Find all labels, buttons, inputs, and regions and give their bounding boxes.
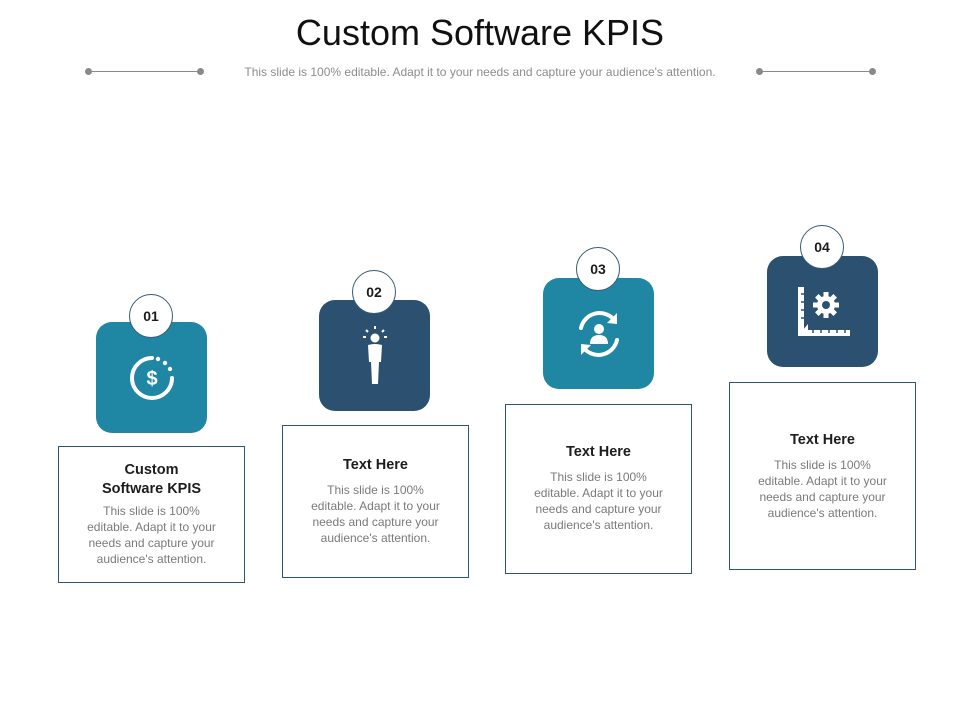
divider-dot (197, 68, 204, 75)
slide-title: Custom Software KPIS (295, 12, 665, 53)
step-description-line: needs and capture your (88, 536, 215, 550)
step-card: Text Here This slide is 100% editable. A… (729, 382, 916, 570)
subtitle-row: This slide is 100% editable. Adapt it to… (0, 64, 960, 80)
divider-dot (756, 68, 763, 75)
step-tile: $ (96, 322, 207, 433)
step-description-line: needs and capture your (312, 515, 439, 529)
step-description: This slide is 100% editable. Adapt it to… (283, 482, 468, 546)
step-card: Custom Software KPIS This slide is 100% … (58, 446, 245, 583)
step-description-line: audience's attention. (543, 518, 654, 532)
step-description-line: needs and capture your (759, 490, 886, 504)
step-card: Text Here This slide is 100% editable. A… (282, 425, 469, 578)
step-description-line: audience's attention. (767, 506, 878, 520)
step-tile (543, 278, 654, 389)
step-number-badge: 04 (800, 225, 844, 269)
step-description-line: audience's attention. (320, 531, 431, 545)
person-refresh-icon (578, 310, 619, 357)
step-heading: Text Here (342, 457, 408, 473)
step-description-line: editable. Adapt it to your (534, 486, 663, 500)
divider-dot (85, 68, 92, 75)
step-heading-line: Custom (124, 462, 179, 478)
slide-subtitle: This slide is 100% editable. Adapt it to… (244, 65, 716, 79)
step-description: This slide is 100% editable. Adapt it to… (506, 469, 691, 533)
step-description-line: editable. Adapt it to your (758, 474, 887, 488)
step-number-badge: 03 (576, 247, 620, 291)
divider-line (89, 71, 201, 72)
step-number-badge: 01 (129, 294, 173, 338)
step-description-line: This slide is 100% (774, 458, 871, 472)
step-description-line: This slide is 100% (327, 483, 424, 497)
gear-ruler-icon (797, 286, 850, 336)
divider-line (760, 71, 872, 72)
step-tile (767, 256, 878, 367)
divider-dot (869, 68, 876, 75)
step-number-badge: 02 (352, 270, 396, 314)
step-description: This slide is 100% editable. Adapt it to… (59, 503, 244, 567)
step-description-line: editable. Adapt it to your (311, 499, 440, 513)
dollar-cycle-icon: $ (129, 355, 174, 400)
step-description: This slide is 100% editable. Adapt it to… (730, 457, 915, 521)
svg-text:$: $ (146, 368, 157, 390)
step-description-line: editable. Adapt it to your (87, 520, 216, 534)
step-heading-line: Software KPIS (101, 481, 202, 497)
step-description-line: This slide is 100% (103, 504, 200, 518)
step-description-line: needs and capture your (535, 502, 662, 516)
step-description-line: audience's attention. (96, 552, 207, 566)
step-heading: Text Here (565, 444, 631, 460)
person-idea-icon (362, 325, 387, 384)
step-heading: Text Here (789, 432, 855, 448)
step-tile (319, 300, 430, 411)
step-heading: Custom Software KPIS (72, 461, 232, 499)
step-description-line: This slide is 100% (550, 470, 647, 484)
step-card: Text Here This slide is 100% editable. A… (505, 404, 692, 574)
